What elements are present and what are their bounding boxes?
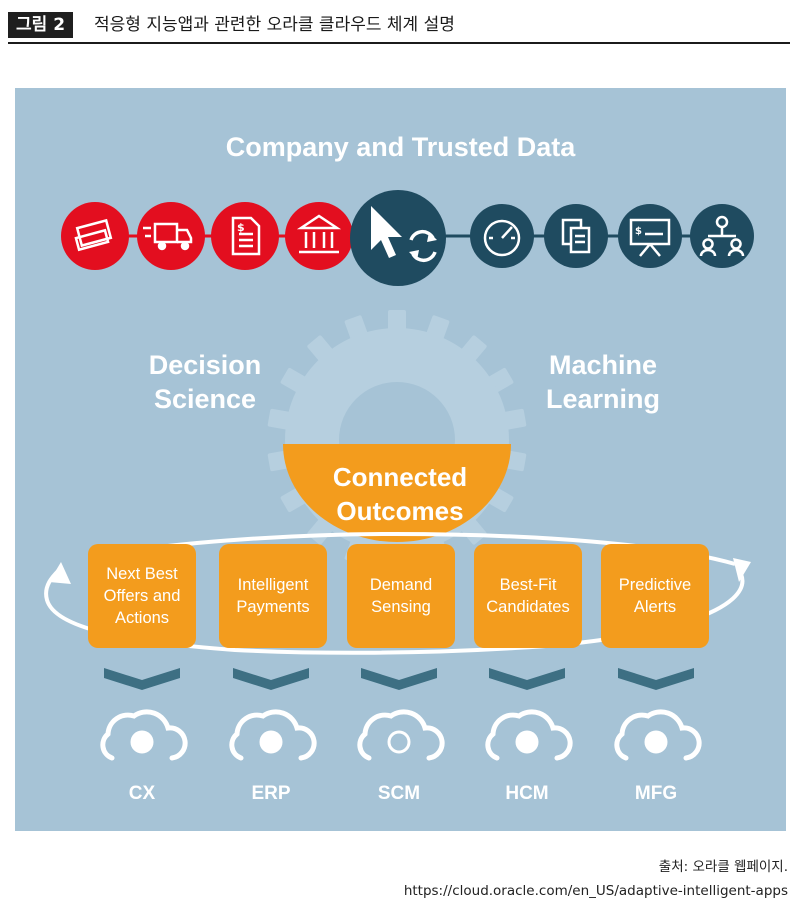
outcome-box-intelligent-payments: Intelligent Payments (219, 544, 327, 648)
source-line-1: 출처: 오라클 웹페이지. (658, 859, 788, 875)
bank-building-icon (285, 202, 353, 270)
svg-text:$: $ (635, 226, 642, 237)
diagram-panel: $ (15, 88, 786, 831)
hcm-cloud-icon (485, 709, 573, 761)
outcome-box-predictive-alerts: Predictive Alerts (601, 544, 709, 648)
loop-arrow-left (49, 562, 71, 584)
diagram-title: Company and Trusted Data (225, 132, 576, 162)
chevron-down-icon (233, 668, 309, 690)
erp-cloud-icon (229, 709, 317, 761)
chevron-down-icon (489, 668, 565, 690)
cloud-label-scm: SCM (377, 783, 421, 804)
figure-title: 적응형 지능앱과 관련한 오라클 클라우드 체계 설명 (94, 15, 455, 35)
presentation-board-icon: $ (618, 204, 682, 268)
decision-science-label: Decision Science (148, 350, 262, 414)
outcome-box-best-fit-candidates: Best-Fit Candidates (474, 544, 582, 648)
money-stack-icon (61, 202, 129, 270)
delivery-truck-icon (137, 202, 205, 270)
scm-cloud-icon (357, 709, 445, 761)
machine-learning-label: Machine Learning (545, 350, 660, 414)
cloud-label-erp: ERP (251, 783, 291, 804)
figure-header: 그림 2 적응형 지능앱과 관련한 오라클 클라우드 체계 설명 (8, 8, 790, 44)
speedometer-icon (470, 204, 534, 268)
invoice-document-icon: $ (211, 202, 279, 270)
chevron-down-icon (361, 668, 437, 690)
connected-outcomes-shape (283, 444, 511, 542)
cloud-label-hcm: HCM (505, 783, 549, 804)
mfg-cloud-icon (614, 709, 702, 761)
svg-text:$: $ (237, 221, 245, 234)
chevron-down-icon (104, 668, 180, 690)
cloud-label-mfg: MFG (634, 783, 678, 804)
cloud-label-cx: CX (128, 783, 156, 804)
cx-cloud-icon (100, 709, 188, 761)
figure-label: 그림 2 (8, 12, 74, 38)
connected-outcomes-label: Connected Outcomes (332, 462, 468, 526)
outcome-box-next-best-offers: Next Best Offers and Actions (88, 544, 196, 648)
source-line-2: https://cloud.oracle.com/en_US/adaptive-… (403, 883, 788, 899)
cursor-refresh-icon (350, 190, 446, 286)
outcome-box-demand-sensing: Demand Sensing (347, 544, 455, 648)
copy-documents-icon (544, 204, 608, 268)
chevron-down-icon (618, 668, 694, 690)
source-citation: 출처: 오라클 웹페이지. https://cloud.oracle.com/e… (404, 855, 788, 903)
team-network-icon (690, 204, 754, 268)
loop-arrow-right (733, 558, 751, 582)
